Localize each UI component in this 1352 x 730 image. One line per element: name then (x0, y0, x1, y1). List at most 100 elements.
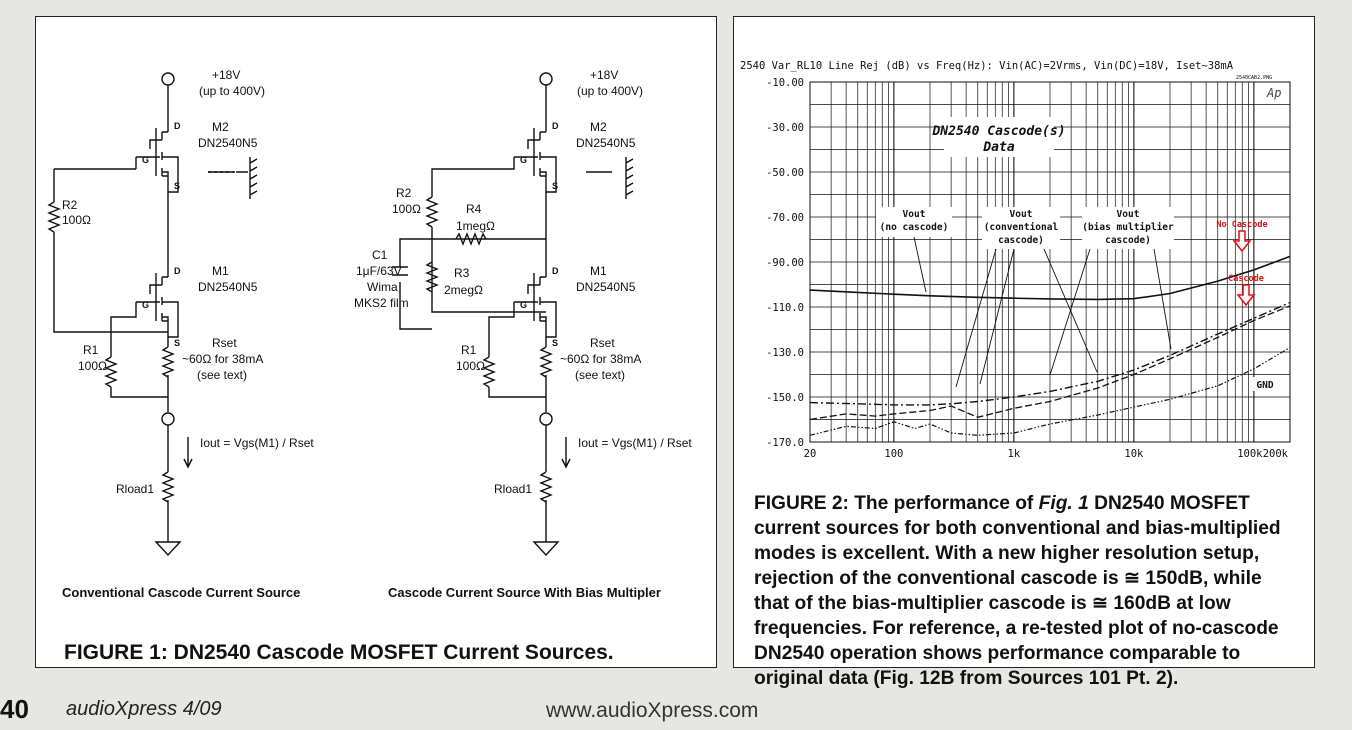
x-tick-label: 200k (1263, 448, 1289, 460)
c2-c1-type: MKS2 film (354, 296, 409, 310)
c2-title: Cascode Current Source With Bias Multipl… (388, 585, 661, 600)
c1-m2-part: DN2540N5 (198, 136, 258, 150)
annot-bias-3: cascode) (1105, 235, 1151, 246)
c1-m2-pin-s: S (174, 181, 180, 191)
series-line-3 (809, 305, 1291, 421)
c2-load: Rload1 (494, 482, 532, 496)
line-rejection-chart: 2540 Var_RL10 Line Rej (dB) vs Freq(Hz):… (740, 60, 1291, 460)
c1-m2-pin-d: D (174, 121, 181, 131)
c1-iout: Iout = Vgs(M1) / Rset (200, 436, 314, 450)
chart-grid (809, 81, 1291, 443)
c2-m1-name: M1 (590, 264, 607, 278)
y-tick-label: -50.00 (766, 167, 804, 179)
y-tick-label: -70.00 (766, 212, 804, 224)
c1-rset-name: Rset (212, 336, 237, 350)
c1-r2-name: R2 (62, 198, 78, 212)
series-line-4 (809, 346, 1291, 436)
figure-2-caption-rest: DN2540 MOSFET current sources for both c… (754, 493, 1281, 689)
annot-no-cascode-1: Vout (903, 209, 926, 220)
x-tick-label: 10k (1124, 448, 1144, 460)
x-tick-label: 20 (804, 448, 817, 460)
y-tick-label: -10.00 (766, 77, 804, 89)
figure-2-caption-prefix: FIGURE 2: The performance of (754, 493, 1039, 514)
magazine-issue: audioXpress 4/09 (66, 698, 222, 720)
annot-bias-1: Vout (1117, 209, 1140, 220)
c2-rset-name: Rset (590, 336, 615, 350)
c1-m1-pin-d: D (174, 266, 181, 276)
annot-no-cascode-2: (no cascode) (880, 222, 949, 233)
c2-rset-note: (see text) (575, 368, 625, 382)
c1-supply-voltage: +18V (212, 68, 240, 82)
c1-m1-part: DN2540N5 (198, 280, 258, 294)
figure-2-caption: FIGURE 2: The performance of Fig. 1 DN25… (754, 491, 1294, 691)
series-line-1 (809, 255, 1291, 301)
c2-r2-name: R2 (396, 186, 412, 200)
inset-title: DN2540 Cascode(s) (931, 124, 1065, 139)
no-cascode-arrow-icon (1232, 230, 1252, 253)
c2-m1-pin-d: D (552, 266, 559, 276)
c2-rset-value: ~60Ω for 38mA (560, 352, 641, 366)
c2-m2-pin-s: S (552, 181, 558, 191)
c1-rset-value: ~60Ω for 38mA (182, 352, 263, 366)
c2-m2-pin-g: G (520, 155, 527, 165)
c2-supply-range: (up to 400V) (577, 84, 643, 98)
y-tick-labels: -10.00-30.00-50.00-70.00-90.00-110.0-130… (766, 77, 804, 449)
marker-cascode-label: Cascode (1228, 274, 1264, 284)
c1-supply-range: (up to 400V) (199, 84, 265, 98)
marker-no-cascode-label: No Cascode (1216, 220, 1267, 230)
figure-1-schematics: +18V (up to 400V) D G S M2 DN2540N5 R2 1… (47, 68, 692, 600)
c2-c1-make: Wima (367, 280, 398, 294)
leader-no-cascode (913, 236, 927, 293)
x-tick-label: 100k (1237, 448, 1263, 460)
figure-1-panel: +18V (up to 400V) D G S M2 DN2540N5 R2 1… (35, 16, 717, 668)
cascode-arrow-icon (1236, 284, 1256, 307)
y-tick-label: -170.0 (766, 437, 804, 449)
c2-r2-value: 100Ω (392, 202, 421, 216)
c1-rset-note: (see text) (197, 368, 247, 382)
c1-m1-pin-s: S (174, 338, 180, 348)
annot-conv-2: (conventional (984, 222, 1059, 233)
c1-m1-pin-g: G (142, 300, 149, 310)
c2-m2-part: DN2540N5 (576, 136, 636, 150)
c2-m1-pin-g: G (520, 300, 527, 310)
leader-bias-multiplier (1049, 248, 1172, 376)
figure-2-panel: 2540 Var_RL10 Line Rej (dB) vs Freq(Hz):… (733, 16, 1315, 689)
c2-m1-part: DN2540N5 (576, 280, 636, 294)
magazine-url: www.audioXpress.com (546, 699, 759, 722)
c1-load: Rload1 (116, 482, 154, 496)
inset-subtitle: Data (982, 140, 1014, 155)
page-number: 40 (0, 694, 29, 724)
annot-conv-1: Vout (1010, 209, 1033, 220)
c2-supply-voltage: +18V (590, 68, 618, 82)
c1-m2-pin-g: G (142, 155, 149, 165)
c2-m1-pin-s: S (552, 338, 558, 348)
c1-r1-value: 100Ω (78, 359, 107, 373)
figure-1-caption: FIGURE 1: DN2540 Cascode MOSFET Current … (64, 641, 614, 664)
circuit-1-supply-terminal (161, 72, 175, 86)
chart-title: 2540 Var_RL10 Line Rej (dB) vs Freq(Hz):… (740, 60, 1234, 72)
y-tick-label: -130.0 (766, 347, 804, 359)
annot-gnd: GND (1256, 380, 1273, 391)
c2-c1-value: 1μF/63V (356, 264, 402, 278)
annot-bias-2: (bias multiplier (1082, 222, 1174, 233)
y-tick-label: -110.0 (766, 302, 804, 314)
figure-2-caption-fig: Fig. 1 (1038, 493, 1089, 514)
c2-c1-name: C1 (372, 248, 388, 262)
c2-m2-name: M2 (590, 120, 607, 134)
annot-conv-3: cascode) (998, 235, 1044, 246)
c2-r3-value: 2megΩ (444, 283, 483, 297)
c2-r1-name: R1 (461, 343, 477, 357)
c2-r4-name: R4 (466, 202, 482, 216)
chart-series (809, 255, 1291, 436)
c1-r2-value: 100Ω (62, 213, 91, 227)
y-tick-label: -30.00 (766, 122, 804, 134)
chart-file-tag: 2540CAB2.PNG (1236, 75, 1272, 81)
c1-title: Conventional Cascode Current Source (62, 585, 300, 600)
x-tick-label: 1k (1008, 448, 1021, 460)
c2-r1-value: 100Ω (456, 359, 485, 373)
c2-r3-name: R3 (454, 266, 470, 280)
ap-logo: Ap (1266, 86, 1281, 100)
c2-iout: Iout = Vgs(M1) / Rset (578, 436, 692, 450)
c1-m1-name: M1 (212, 264, 229, 278)
